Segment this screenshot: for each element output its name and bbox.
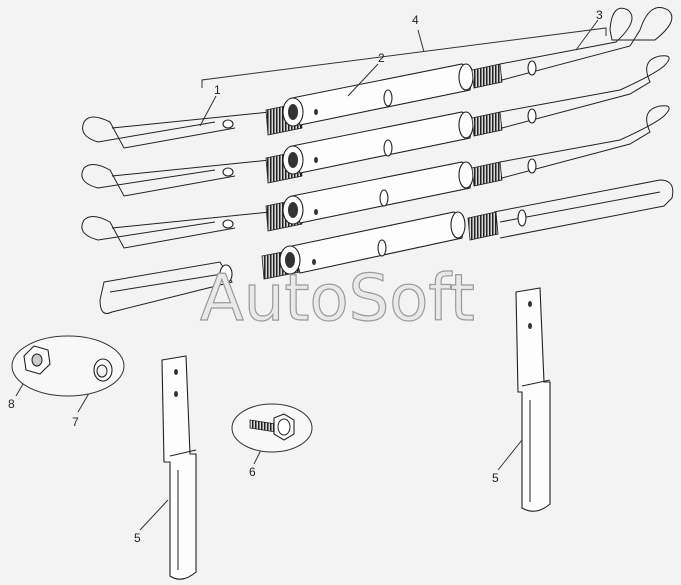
- callout-8: 8: [8, 397, 15, 411]
- tie-rod-assembly-2: [81, 55, 670, 197]
- leader-5-right: [497, 439, 523, 471]
- callout-1: 1: [214, 83, 221, 97]
- callout-4: 4: [412, 13, 419, 27]
- callout-6: 6: [249, 465, 256, 479]
- callout-2: 2: [378, 51, 385, 65]
- callout-5-left: 5: [134, 531, 141, 545]
- leader-3: [575, 19, 599, 51]
- tie-rod-assembly-4: [99, 179, 674, 314]
- tie-rod-assembly-3: [81, 105, 670, 249]
- strap-right: [515, 287, 551, 512]
- callout-5-right: 5: [492, 471, 499, 485]
- callout-3: 3: [596, 8, 603, 22]
- callout-4-bracket: [201, 27, 607, 88]
- leader-1: [199, 95, 217, 127]
- nut-washer-group: [11, 335, 125, 397]
- tie-rod-assembly-1: [82, 7, 673, 149]
- watermark: AutoSoft: [200, 262, 475, 336]
- leader-2: [347, 63, 379, 97]
- strap-left: [161, 355, 197, 580]
- bolt-group: [231, 403, 313, 453]
- leader-5-left: [139, 499, 169, 531]
- callout-7: 7: [72, 415, 79, 429]
